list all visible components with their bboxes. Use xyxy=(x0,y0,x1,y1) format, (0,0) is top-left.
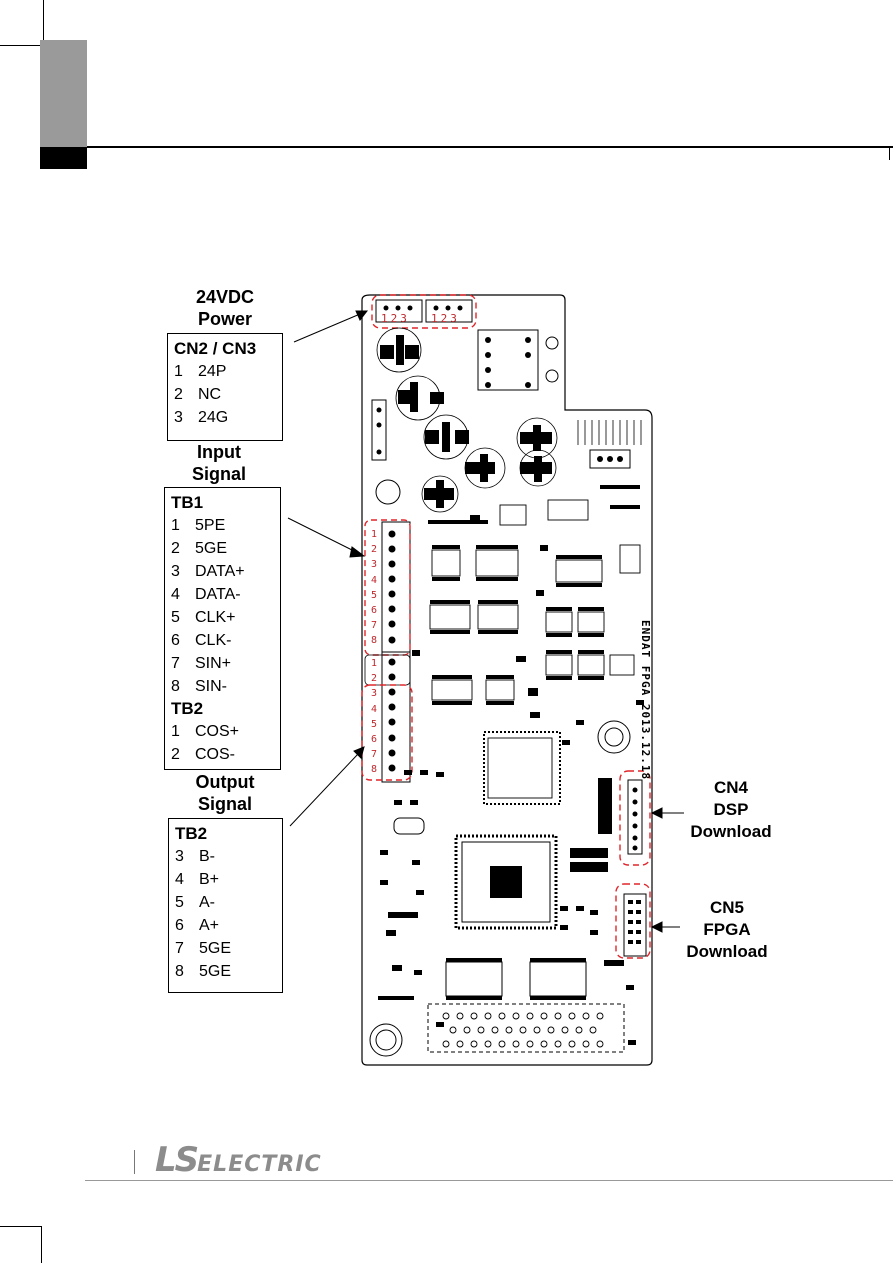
terminal-pins xyxy=(388,530,396,772)
pin-label: 4 xyxy=(371,703,378,715)
pin-label: 7 xyxy=(371,749,378,761)
chapter-tab-marker xyxy=(40,147,87,169)
pin-label: 7 xyxy=(371,620,378,632)
cn5-line2: Download xyxy=(686,942,768,961)
power-label: 24VDC Power xyxy=(170,286,280,330)
chapter-tab xyxy=(40,40,87,147)
pin-label: 2 xyxy=(440,312,451,325)
logo-electric: ELECTRIC xyxy=(197,1152,322,1177)
connector-pin-labels: 123 xyxy=(381,312,410,325)
pin-label: 1 xyxy=(381,312,391,325)
pin-label: 4 xyxy=(371,574,378,586)
pin-label: 3 xyxy=(371,688,378,700)
pin-label: 3 xyxy=(450,312,460,325)
cn5-highlight xyxy=(615,883,651,959)
cn5-line1: FPGA xyxy=(703,920,751,939)
pin-label: 6 xyxy=(371,605,378,617)
cn5-title: CN5 xyxy=(709,898,744,917)
table-title: CN2 / CN3 xyxy=(174,339,257,358)
pin-label: 1 xyxy=(371,658,378,669)
pin-label: 2 xyxy=(390,312,401,325)
bottom-connector-pins xyxy=(442,1012,604,1048)
pin-label: 3 xyxy=(400,312,410,325)
silkscreen-text: ENDAT FPGA 2013.12.18 xyxy=(639,620,652,781)
pin-label: 2 xyxy=(371,544,378,556)
table-title: TB2 xyxy=(175,824,208,843)
logo-ls: LS xyxy=(155,1140,199,1180)
pin-label: 6 xyxy=(371,734,378,746)
cn4-label: CN4 DSP Download xyxy=(676,777,786,843)
pin-label: 8 xyxy=(371,764,378,776)
pin-label: 1 xyxy=(431,312,441,325)
output-title: Output xyxy=(195,772,255,792)
pin-label: 5 xyxy=(371,718,378,730)
crop-mark-left xyxy=(0,45,44,46)
connector-pin-labels-2: 123 xyxy=(431,312,460,325)
cn4-highlight xyxy=(619,770,651,866)
input-title: Input xyxy=(197,442,241,462)
cn4-line2: Download xyxy=(690,822,772,841)
tb2-highlight xyxy=(361,684,413,781)
pin-label: 1 xyxy=(371,529,378,540)
output-subtitle: Signal xyxy=(197,794,252,814)
footer-divider xyxy=(134,1150,135,1174)
pin-label: 8 xyxy=(371,635,378,647)
input-subtitle: Signal xyxy=(191,464,246,484)
power-title: 24VDC xyxy=(195,287,255,307)
tb1-pin-labels: 1 2 3 4 5 6 7 8 xyxy=(371,527,381,649)
pin-label: 2 xyxy=(371,673,378,685)
crop-mark-bottom-h xyxy=(0,1226,42,1227)
output-signal-label: Output Signal xyxy=(170,771,280,815)
cn2-cn3-highlight xyxy=(371,294,477,329)
input-signal-label: Input Signal xyxy=(164,441,274,485)
crop-mark-right xyxy=(889,146,890,160)
ls-electric-logo: LSELECTRIC xyxy=(155,1140,322,1180)
table-title: TB1 xyxy=(171,493,204,512)
table-subtitle: TB2 xyxy=(171,699,204,718)
header-rule xyxy=(87,146,893,148)
pin-label: 5 xyxy=(371,589,378,601)
crop-mark-bottom-v xyxy=(41,1226,42,1263)
cn4-line1: DSP xyxy=(713,800,749,819)
crop-mark-top xyxy=(43,0,44,46)
cn4-title: CN4 xyxy=(713,778,748,797)
cn5-label: CN5 FPGA Download xyxy=(672,897,782,963)
footer-rule xyxy=(85,1180,893,1181)
pin-label: 3 xyxy=(371,559,378,571)
power-subtitle: Power xyxy=(197,309,253,329)
tb2-pin-labels: 1 2 3 4 5 6 7 8 xyxy=(371,656,381,778)
fpga-chip xyxy=(454,834,558,930)
